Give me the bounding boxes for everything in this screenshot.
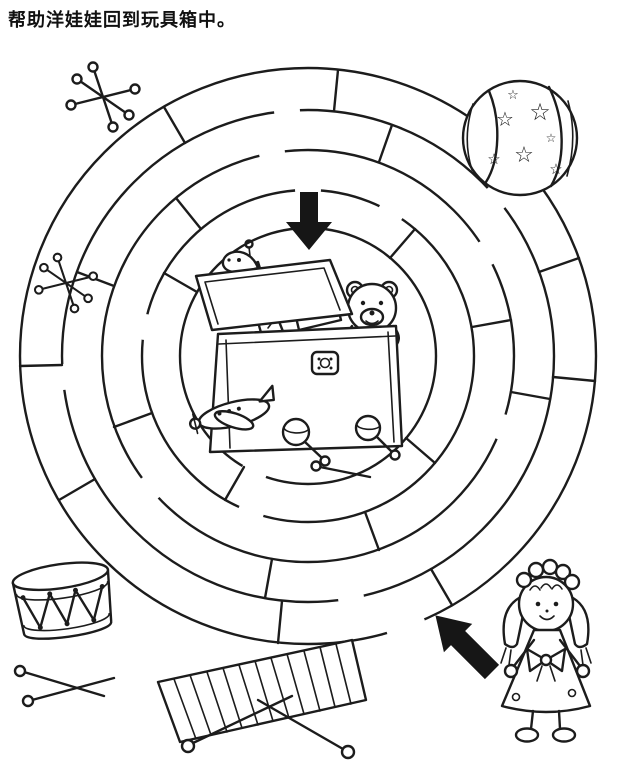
svg-text:☆: ☆	[546, 131, 557, 145]
svg-text:☆: ☆	[549, 160, 562, 178]
mallet	[256, 698, 345, 751]
toy-box-illustration	[188, 239, 404, 479]
maze-ring-3	[100, 148, 516, 564]
teddy-bear-toy	[345, 280, 400, 346]
mallet	[191, 694, 294, 745]
maze-ring-outer	[18, 66, 598, 646]
svg-text:☆: ☆	[507, 88, 519, 103]
toy-box-lid	[194, 258, 354, 332]
svg-text:☆: ☆	[487, 150, 500, 168]
airplane-toy	[188, 384, 275, 435]
goal-arrow-down-icon	[286, 192, 332, 250]
instruction-text: 帮助洋娃娃回到玩具箱中。	[8, 10, 236, 30]
maze-ring-2	[60, 108, 556, 604]
svg-text:☆: ☆	[514, 143, 534, 168]
jack-toy-top-left	[65, 61, 141, 133]
jack-toy-mid-left	[33, 252, 99, 314]
svg-text:☆: ☆	[496, 107, 514, 131]
drumstick	[22, 670, 106, 698]
start-arrow-up-left-icon	[435, 615, 500, 680]
drum-illustration	[11, 561, 116, 708]
drumstick	[30, 676, 116, 702]
svg-text:☆: ☆	[529, 98, 551, 126]
beach-ball-illustration: ☆ ☆ ☆ ☆ ☆ ☆ ☆	[461, 79, 579, 197]
rattle-toys	[281, 414, 401, 479]
xylophone-illustration	[156, 638, 368, 760]
doll-illustration	[500, 558, 592, 743]
